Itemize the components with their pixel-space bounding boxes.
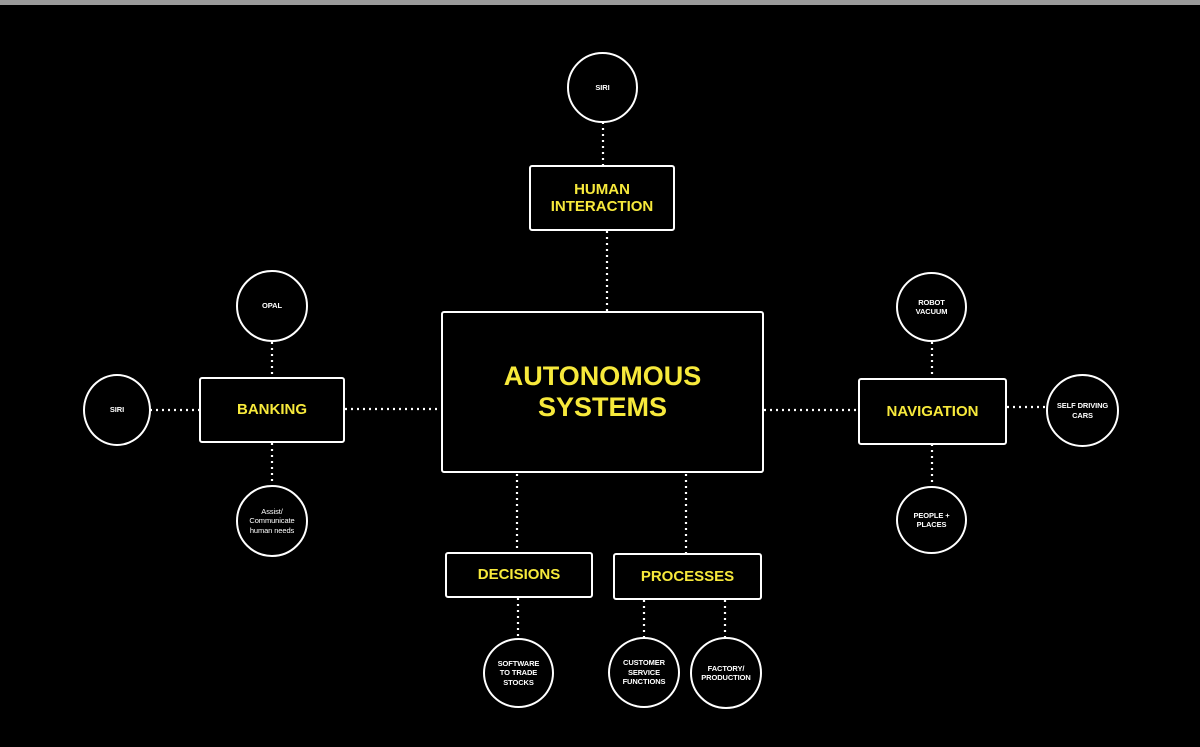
example-nav-people-places-label: PEOPLE + PLACES	[913, 510, 950, 529]
category-processes: PROCESSES	[613, 553, 762, 600]
example-processes-factory-label: FACTORY/ PRODUCTION	[701, 663, 751, 682]
example-circle-processes-customer: CUSTOMER SERVICE FUNCTIONS	[608, 637, 680, 708]
example-circle-nav-people-places: PEOPLE + PLACES	[896, 486, 967, 554]
example-circle-nav-robot-vacuum: ROBOT VACUUM	[896, 272, 967, 342]
example-circle-nav-self-driving: SELF DRIVING CARS	[1046, 374, 1119, 447]
example-circle-banking-opal: OPAL	[236, 270, 308, 342]
example-nav-self-driving-label: SELF DRIVING CARS	[1056, 401, 1109, 420]
example-circle-banking-siri: SIRI	[83, 374, 151, 446]
window-top-bar	[0, 0, 1200, 5]
example-decisions-software-label: SOFTWARE TO TRADE STOCKS	[497, 658, 540, 687]
example-circle-processes-factory: FACTORY/ PRODUCTION	[690, 637, 762, 709]
example-banking-assist-label: Assist/ Communicate human needs	[249, 506, 295, 535]
example-banking-siri-label: SIRI	[109, 405, 125, 415]
center-node-autonomous-systems: AUTONOMOUS SYSTEMS	[441, 311, 764, 473]
example-banking-opal-label: OPAL	[262, 301, 282, 311]
category-human-interaction: HUMAN INTERACTION	[529, 165, 675, 231]
example-nav-robot-vacuum-label: ROBOT VACUUM	[915, 297, 948, 316]
center-node-label: AUTONOMOUS SYSTEMS	[503, 360, 702, 422]
example-circle-human-siri: SIRI	[567, 52, 638, 123]
example-processes-customer-label: CUSTOMER SERVICE FUNCTIONS	[622, 658, 666, 687]
category-banking: BANKING	[199, 377, 345, 443]
category-navigation: NAVIGATION	[858, 378, 1007, 445]
category-navigation-label: NAVIGATION	[886, 402, 979, 420]
category-banking-label: BANKING	[237, 401, 307, 419]
example-human-siri-label: SIRI	[595, 82, 610, 92]
example-circle-banking-assist: Assist/ Communicate human needs	[236, 485, 308, 557]
category-human-interaction-label: HUMAN INTERACTION	[550, 180, 654, 215]
example-circle-decisions-software: SOFTWARE TO TRADE STOCKS	[483, 638, 554, 708]
category-decisions-label: DECISIONS	[477, 566, 561, 584]
category-processes-label: PROCESSES	[640, 567, 735, 585]
category-decisions: DECISIONS	[445, 552, 593, 598]
